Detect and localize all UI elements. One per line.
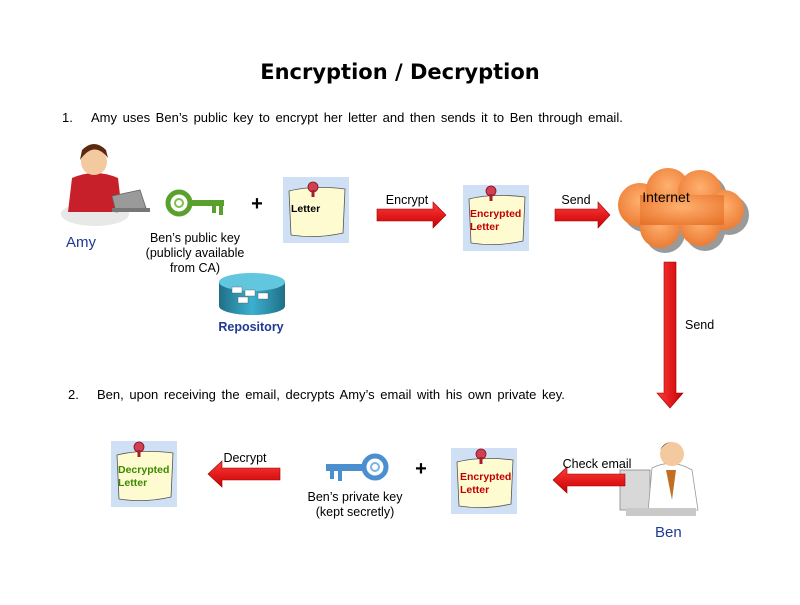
letter-label: Letter bbox=[291, 203, 320, 215]
decrypt-arrow bbox=[207, 460, 281, 488]
plus-sign-bottom: + bbox=[415, 458, 427, 480]
amy-figure bbox=[61, 144, 150, 226]
encrypted-letter-label-1: Encrypted bbox=[470, 208, 521, 220]
internet-label: Internet bbox=[642, 189, 690, 205]
amy-label: Amy bbox=[66, 234, 97, 251]
send-arrow bbox=[554, 201, 611, 229]
send-arrow-label: Send bbox=[561, 193, 590, 207]
private-key-label-2: (kept secretly) bbox=[316, 505, 395, 519]
step1-text: Amy uses Ben’s public key to encrypt her… bbox=[91, 110, 623, 125]
encrypt-arrow-label: Encrypt bbox=[386, 193, 429, 207]
check-email-arrow bbox=[552, 466, 626, 494]
decrypted-letter-label-2: Letter bbox=[118, 477, 147, 489]
ben-label: Ben bbox=[655, 524, 682, 541]
public-key-label-3: from CA) bbox=[170, 261, 220, 275]
repository-icon bbox=[219, 273, 285, 315]
decrypt-arrow-label: Decrypt bbox=[223, 451, 267, 465]
repository-label: Repository bbox=[218, 320, 283, 334]
private-key-icon bbox=[326, 453, 389, 481]
public-key-label-1: Ben’s public key bbox=[150, 231, 241, 245]
send-down-arrow-label: Send bbox=[685, 318, 714, 332]
encrypted-letter-label-2: Letter bbox=[470, 221, 499, 233]
public-key-icon bbox=[165, 189, 224, 217]
private-key-label-1: Ben’s private key bbox=[308, 490, 404, 504]
internet-cloud-icon bbox=[618, 168, 749, 253]
step1-number: 1. bbox=[62, 110, 73, 125]
page-title: Encryption / Decryption bbox=[260, 60, 540, 84]
encrypt-arrow bbox=[376, 201, 447, 229]
encrypted-letter-bottom-label-1: Encrypted bbox=[460, 471, 511, 483]
step2-number: 2. bbox=[68, 387, 79, 402]
encrypted-letter-bottom-label-2: Letter bbox=[460, 484, 489, 496]
send-down-arrow bbox=[656, 261, 684, 409]
check-email-arrow-label: Check email bbox=[563, 457, 632, 471]
plus-sign-top: + bbox=[251, 193, 263, 215]
decrypted-letter-label-1: Decrypted bbox=[118, 464, 169, 476]
step2-text: Ben, upon receiving the email, decrypts … bbox=[97, 387, 565, 402]
ben-figure bbox=[619, 442, 699, 516]
public-key-label-2: (publicly available bbox=[146, 246, 245, 260]
